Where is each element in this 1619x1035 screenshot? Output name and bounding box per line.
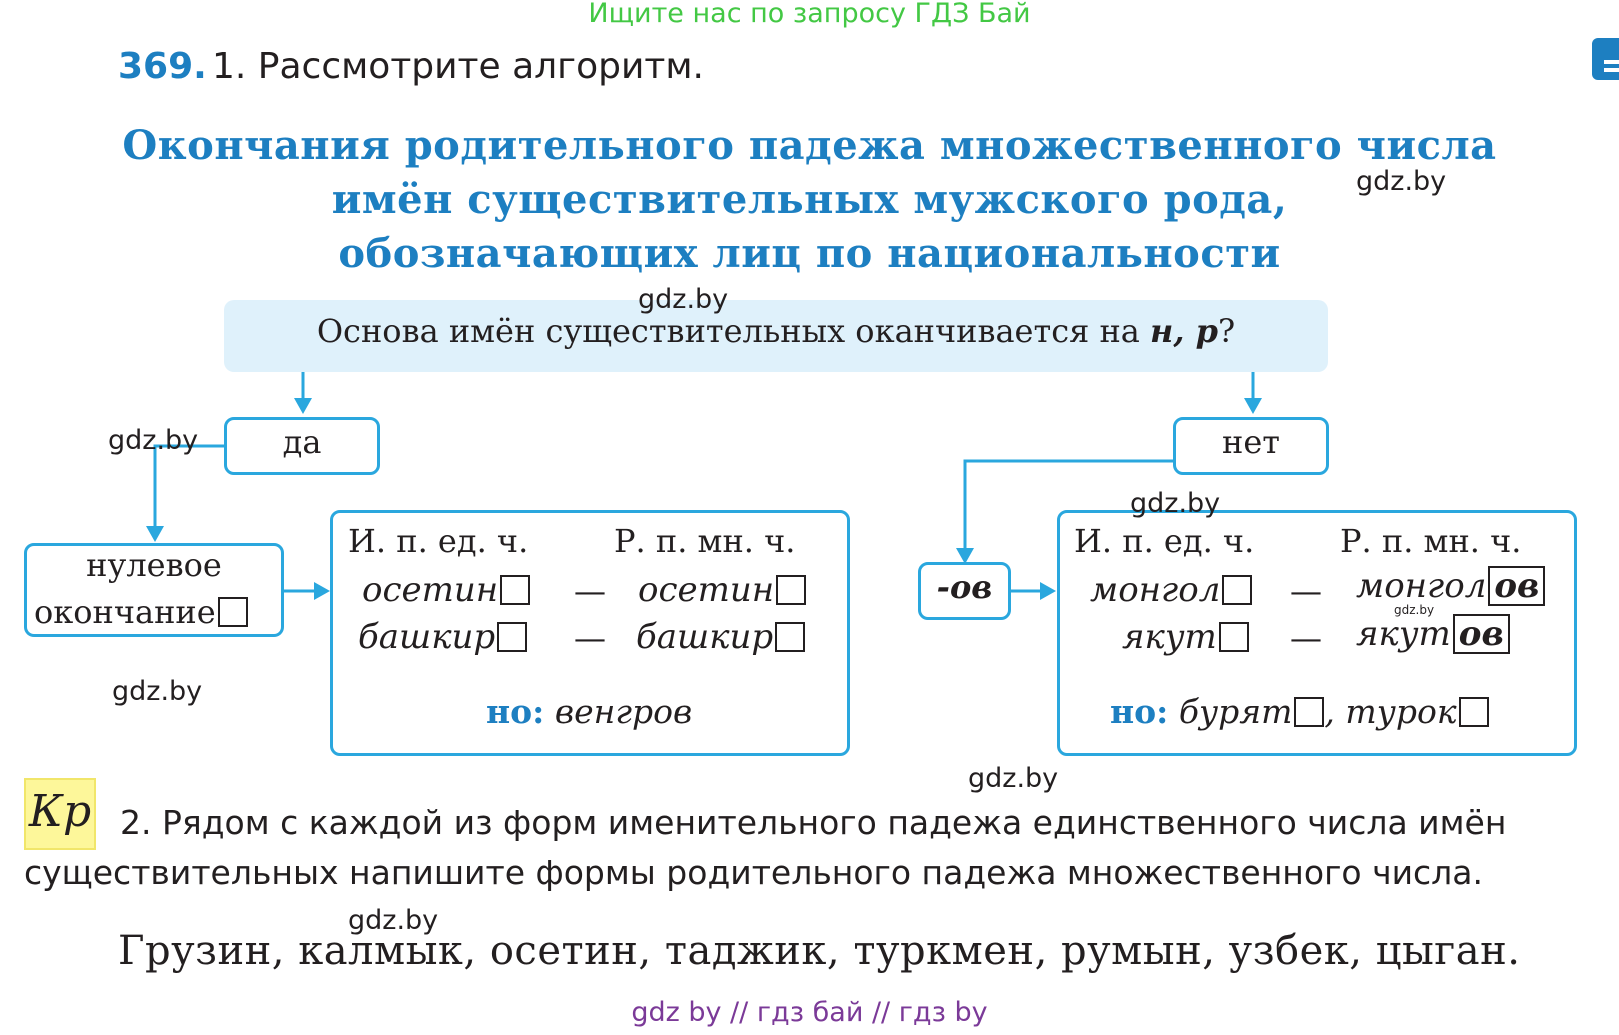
- rule-title-line-2: имён существительных мужского рода,: [331, 176, 1288, 223]
- no-examples-table: [1057, 510, 1577, 756]
- yes-label: да: [282, 423, 322, 461]
- yes-row-2-sg: башкир: [358, 617, 528, 657]
- watermark: gdz.by: [1394, 603, 1435, 617]
- zero-ending-box: [24, 543, 284, 637]
- zero-ending-line-2: окончание: [34, 593, 248, 631]
- rule-title-line-3: обозначающих лиц по национальности: [338, 230, 1281, 277]
- footer-watermark: gdz by // гдз бай // гдз by: [631, 997, 988, 1028]
- watermark: gdz.by: [1130, 488, 1221, 519]
- yes-row-2-pl: башкир: [636, 617, 806, 657]
- watermark: gdz.by: [638, 284, 729, 315]
- watermark: gdz.by: [348, 905, 439, 936]
- arrow-no-to-ov: [963, 459, 1173, 554]
- task-number: 369.: [118, 46, 207, 87]
- task-instruction-2-line-1: 2. Рядом с каждой из форм именительного …: [120, 803, 1507, 842]
- yes-examples-table: [330, 510, 850, 756]
- yes-box: [224, 417, 380, 475]
- arrow-yes-to-zero: [153, 444, 224, 532]
- yes-exception: но: венгров: [486, 692, 693, 731]
- ov-ending-box: [918, 562, 1011, 620]
- no-exception: но: бурят, турок: [1110, 692, 1489, 731]
- zero-ending-square-icon: [217, 597, 248, 627]
- yes-row-1-pl: осетин: [638, 570, 807, 610]
- kr-badge-icon: Кр: [24, 778, 96, 850]
- task-instruction-2-line-2: существительных напишите формы родительн…: [24, 853, 1483, 892]
- ov-ending-label: -ов: [936, 568, 993, 606]
- watermark: gdz.by: [1356, 166, 1447, 197]
- no-row-2-sg: якут: [1122, 617, 1249, 657]
- watermark: gdz.by: [968, 763, 1059, 794]
- book-tab-icon: [1592, 38, 1619, 80]
- question-box: [224, 300, 1328, 372]
- no-label: нет: [1222, 423, 1280, 461]
- rule-title-line-1: Окончания родительного падежа множествен…: [122, 122, 1497, 169]
- yes-row-1-dash: —: [574, 572, 606, 610]
- no-header-pl: Р. п. мн. ч.: [1340, 522, 1522, 560]
- top-banner: Ищите нас по запросу ГДЗ Бай: [588, 0, 1031, 29]
- yes-header-sg: И. п. ед. ч.: [348, 522, 529, 560]
- no-row-1-dash: —: [1290, 572, 1322, 610]
- no-header-sg: И. п. ед. ч.: [1074, 522, 1255, 560]
- yes-row-1-sg: осетин: [362, 570, 531, 610]
- question-text: Основа имён существительных оканчивается…: [316, 312, 1236, 350]
- yes-row-2-dash: —: [574, 619, 606, 657]
- no-row-2-dash: —: [1290, 619, 1322, 657]
- word-list: Грузин, калмык, осетин, таджик, туркмен,…: [118, 928, 1521, 974]
- zero-ending-line-1: нулевое: [86, 546, 222, 584]
- watermark: gdz.by: [108, 425, 199, 456]
- yes-header-pl: Р. п. мн. ч.: [614, 522, 796, 560]
- watermark: gdz.by: [112, 676, 203, 707]
- task-instruction-1: 1. Рассмотрите алгоритм.: [212, 46, 704, 87]
- no-row-1-sg: монгол: [1090, 570, 1253, 610]
- no-box: [1173, 417, 1329, 475]
